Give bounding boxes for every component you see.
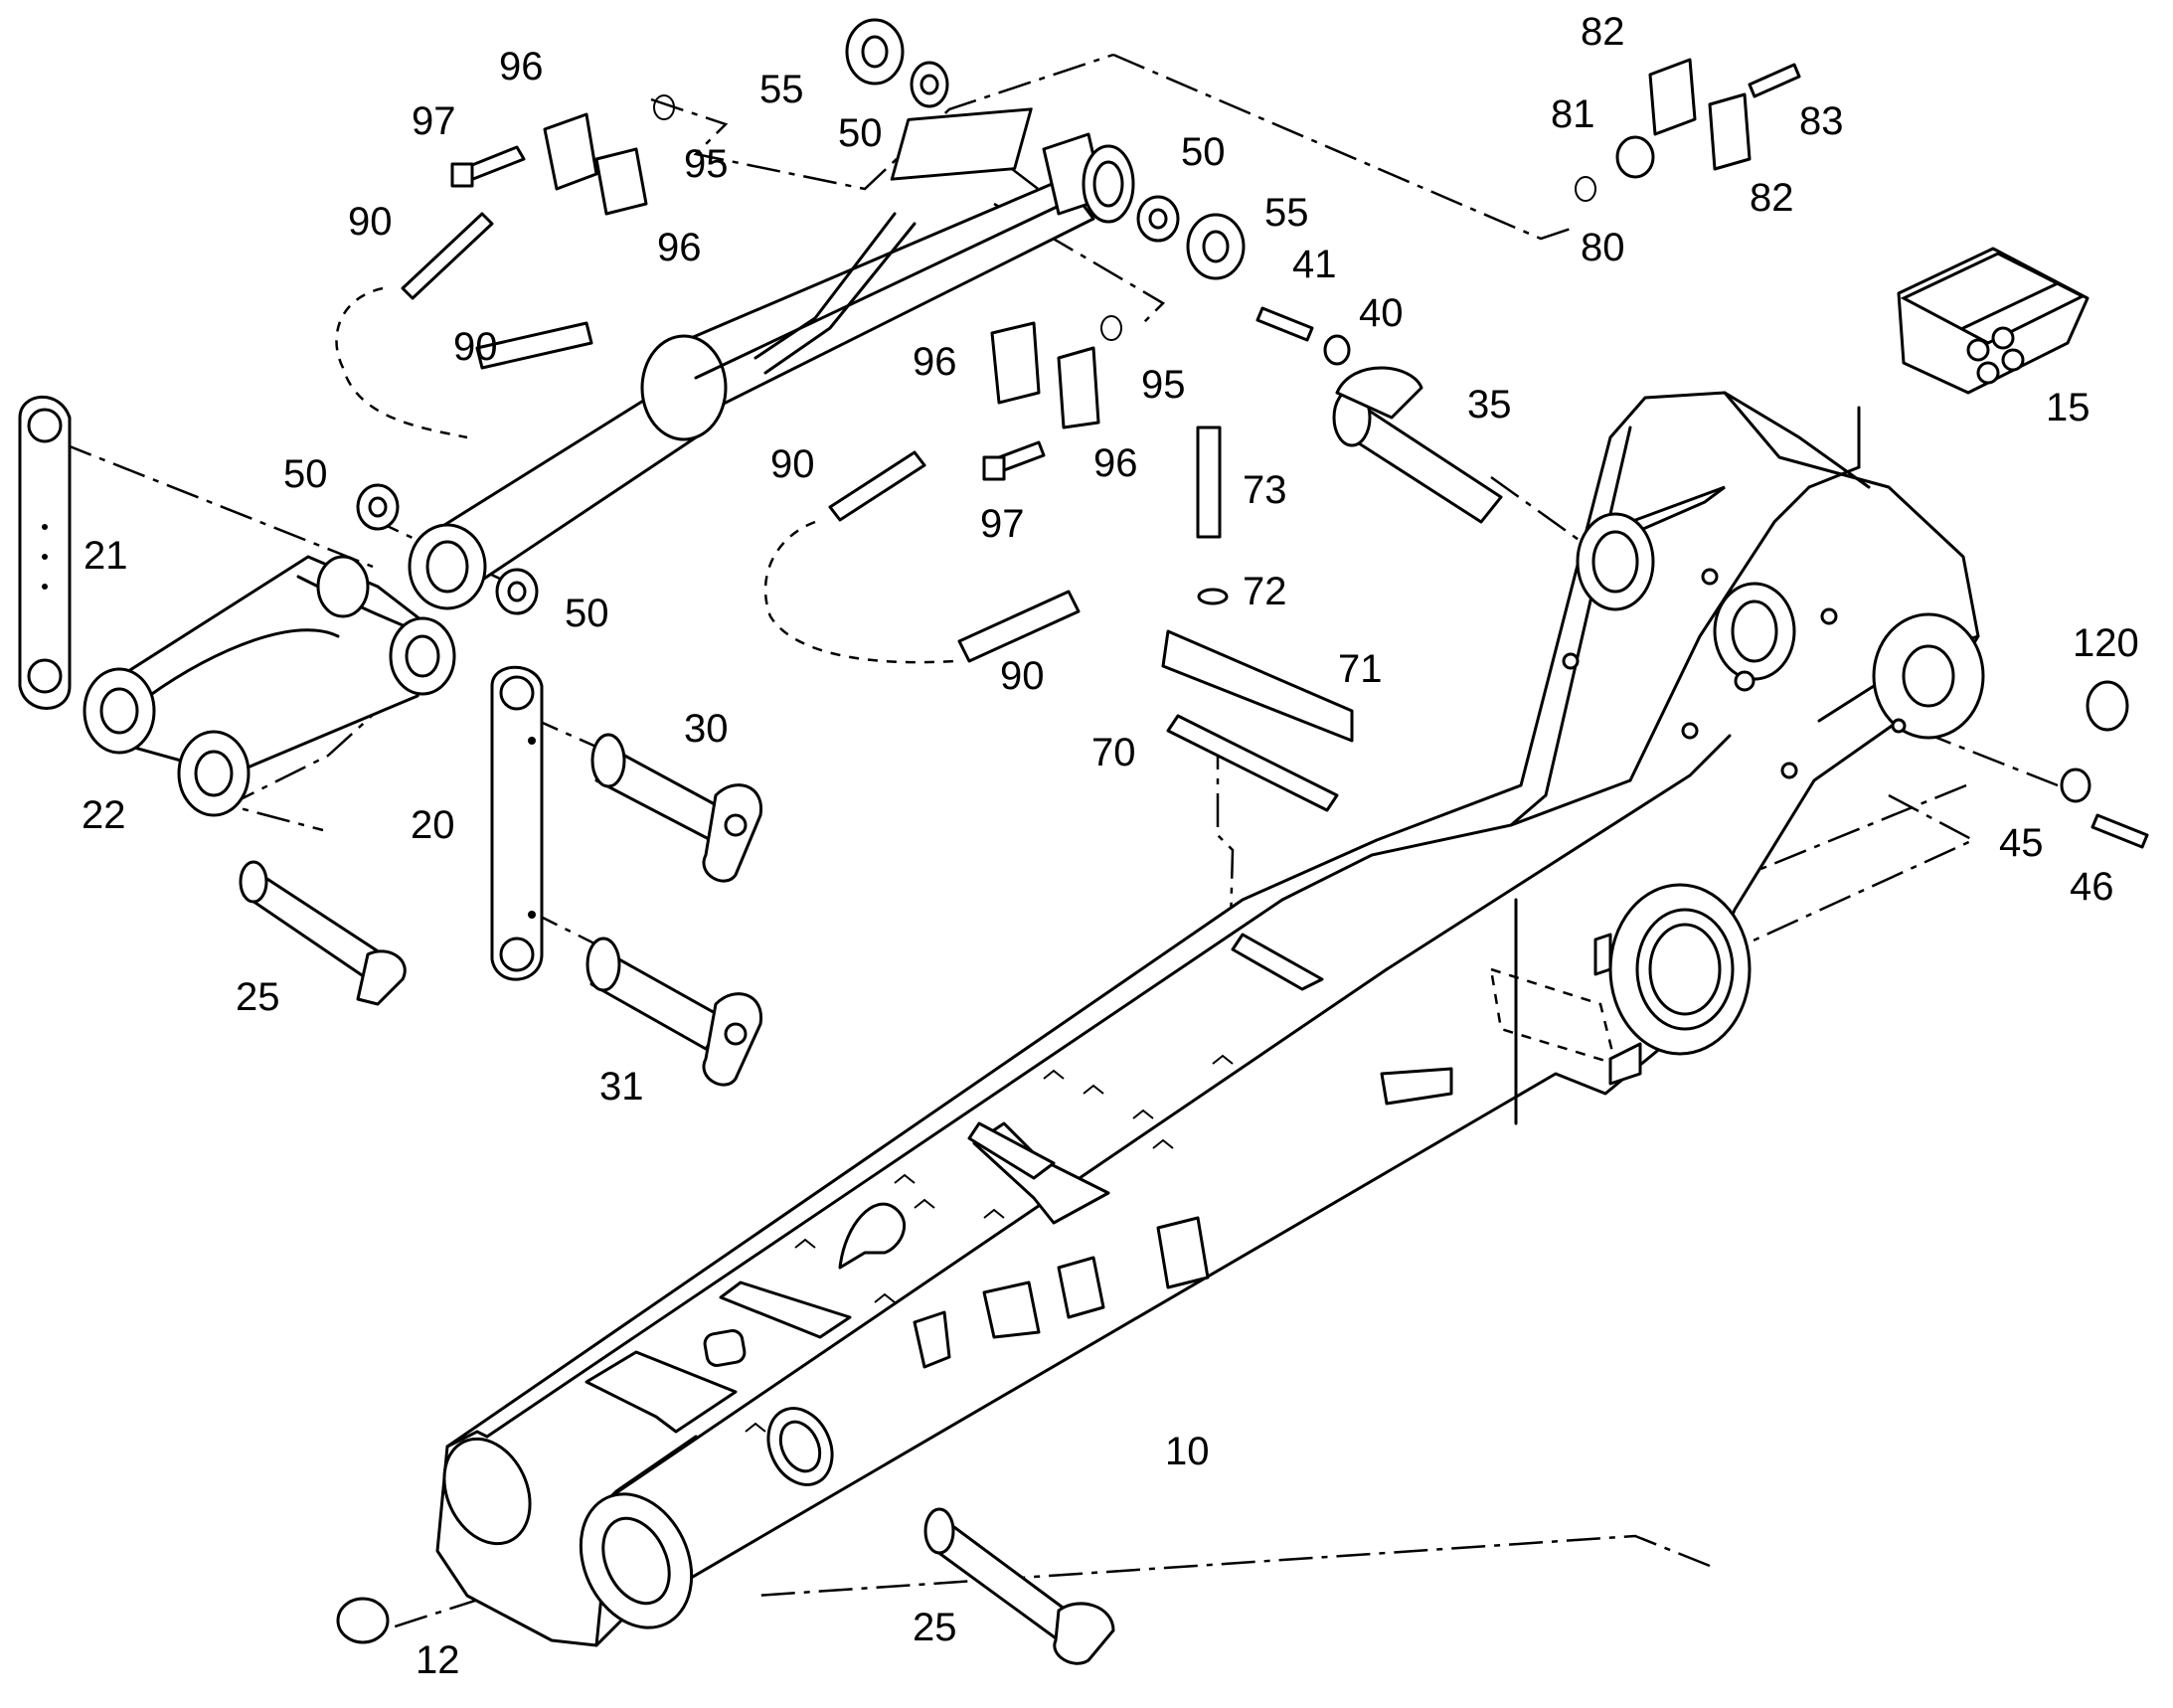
label-part-71: 71 <box>1338 647 1383 691</box>
label-part-50-b: 50 <box>1181 130 1226 174</box>
label-part-83: 83 <box>1799 99 1844 143</box>
label-part-25-lower: 25 <box>913 1606 957 1649</box>
link-part-21 <box>18 395 72 710</box>
label-part-81: 81 <box>1551 92 1595 136</box>
label-part-72: 72 <box>1243 570 1287 613</box>
pin-part-25-lower <box>923 1507 1115 1665</box>
label-part-90-d: 90 <box>1000 654 1045 698</box>
label-part-95-a: 95 <box>684 142 729 186</box>
hydraulic-cylinder <box>408 107 1135 610</box>
label-part-96-d: 96 <box>1093 441 1138 485</box>
label-part-21: 21 <box>84 534 128 578</box>
pin-part-31 <box>585 937 762 1087</box>
valve-block-part-15 <box>1897 247 2089 395</box>
label-part-10: 10 <box>1165 1430 1210 1473</box>
part-number-labels: 10 12 15 20 21 22 25 25 30 31 35 40 41 4… <box>82 10 2139 1682</box>
pin-part-35 <box>1332 366 1503 524</box>
label-part-80: 80 <box>1581 226 1625 269</box>
label-part-96-a: 96 <box>499 45 544 88</box>
pin-part-25-upper <box>239 860 407 1006</box>
label-part-31: 31 <box>599 1065 644 1109</box>
label-part-35: 35 <box>1467 383 1512 427</box>
label-part-50-c: 50 <box>283 452 328 496</box>
label-part-55-a: 55 <box>759 68 804 111</box>
label-part-50-a: 50 <box>838 111 883 155</box>
label-part-55-b: 55 <box>1264 191 1309 235</box>
label-part-70: 70 <box>1091 731 1136 774</box>
label-part-97-b: 97 <box>980 502 1025 546</box>
label-part-96-b: 96 <box>657 226 702 269</box>
label-part-46: 46 <box>2070 865 2114 909</box>
label-part-95-b: 95 <box>1141 363 1186 407</box>
label-part-15: 15 <box>2046 386 2090 429</box>
label-part-25-upper: 25 <box>236 975 280 1019</box>
label-part-96-c: 96 <box>913 340 957 384</box>
label-part-20: 20 <box>411 803 455 847</box>
bellcrank-part-22 <box>83 555 456 817</box>
small-hardware <box>336 18 2149 1644</box>
label-part-22: 22 <box>82 793 126 837</box>
label-part-50-d: 50 <box>565 592 609 635</box>
label-part-12: 12 <box>416 1638 460 1682</box>
label-part-97-a: 97 <box>412 99 456 143</box>
pin-part-30 <box>590 733 762 883</box>
label-part-41: 41 <box>1292 243 1337 286</box>
label-part-90-c: 90 <box>770 442 815 486</box>
label-part-30: 30 <box>684 707 729 751</box>
label-part-90-a: 90 <box>348 200 393 244</box>
label-part-90-b: 90 <box>453 325 498 369</box>
main-boom-part-10 <box>435 391 1985 1647</box>
label-part-82-b: 82 <box>1750 176 1794 220</box>
label-part-73: 73 <box>1243 468 1287 512</box>
label-part-45: 45 <box>1999 821 2044 865</box>
label-part-82-a: 82 <box>1581 10 1625 54</box>
link-part-20 <box>490 665 544 981</box>
label-part-40: 40 <box>1359 291 1404 335</box>
label-part-120: 120 <box>2073 621 2139 665</box>
